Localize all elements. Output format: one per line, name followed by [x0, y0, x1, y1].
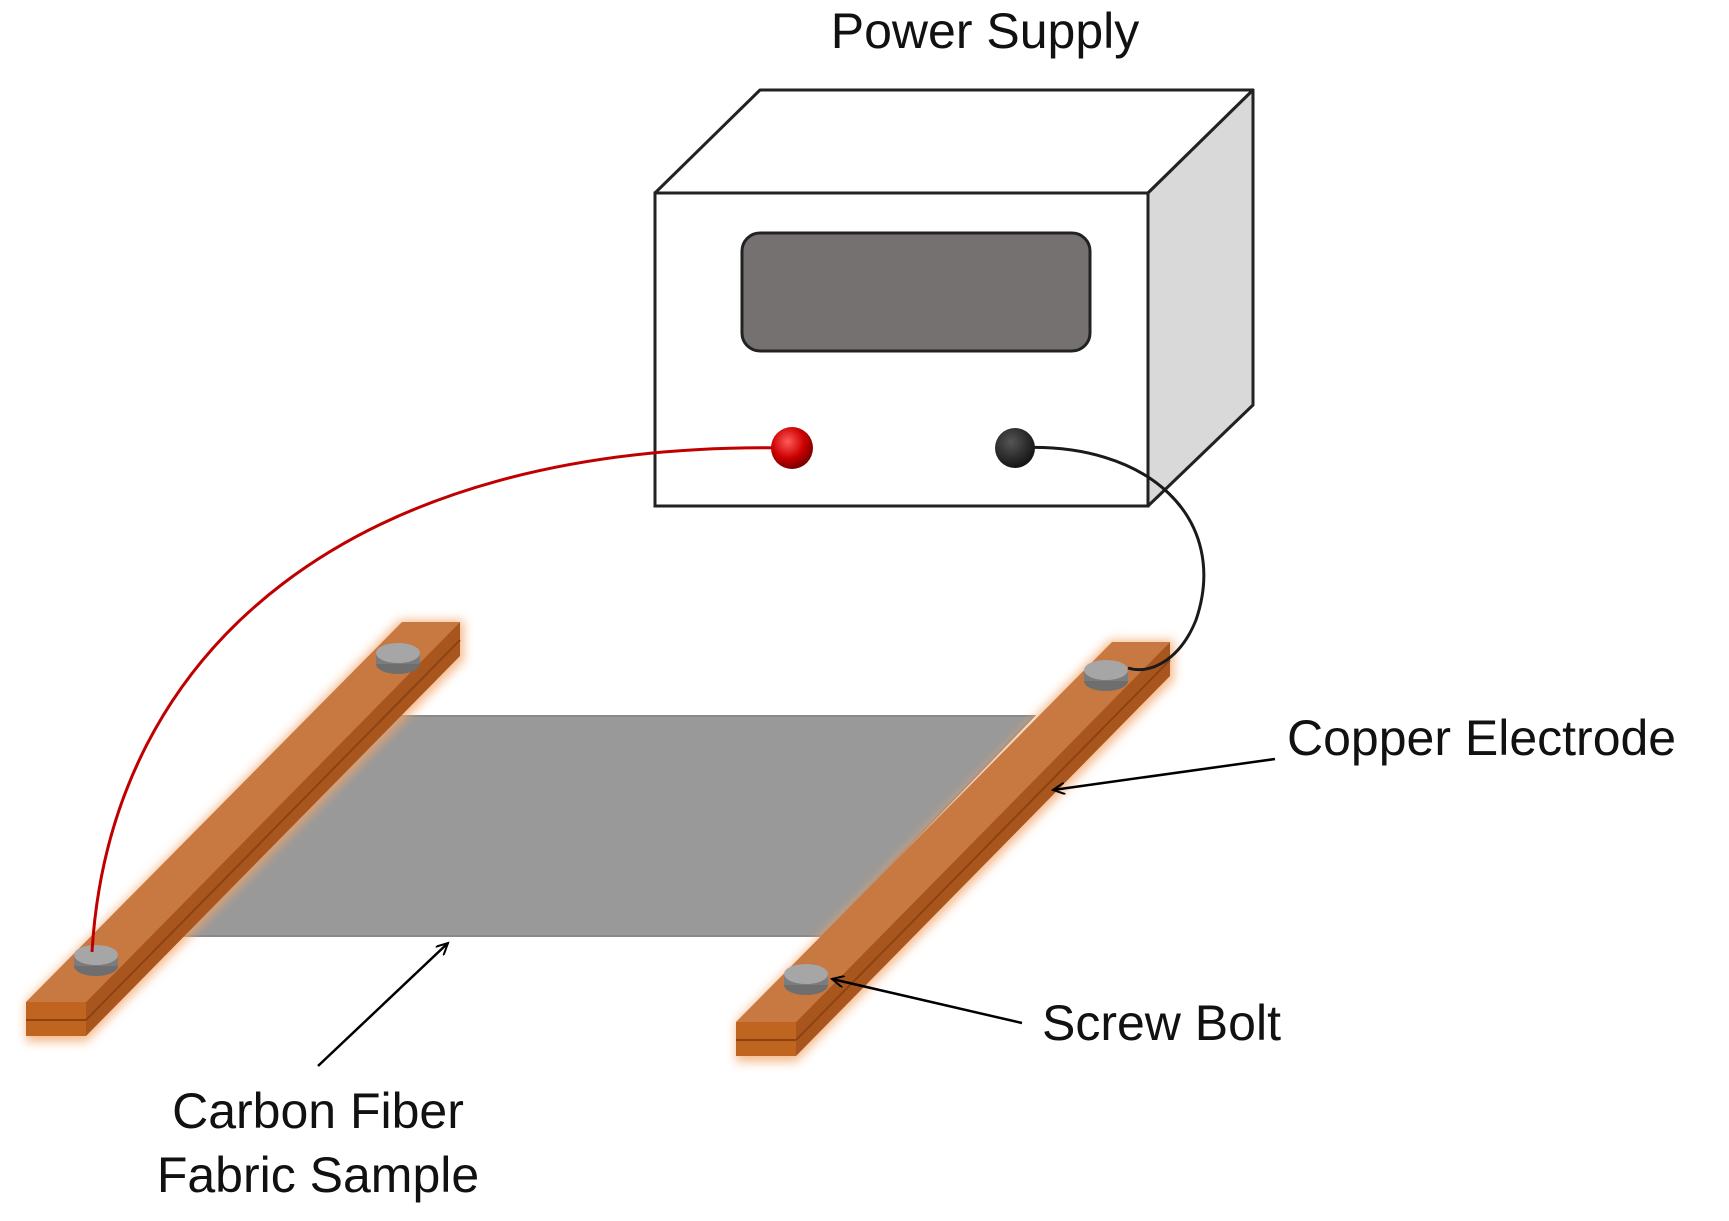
power-supply-label: Power Supply: [831, 3, 1140, 59]
screw-bolt-label: Screw Bolt: [1042, 995, 1281, 1051]
copper-electrode-left-top: [26, 622, 460, 1002]
copper-electrode-arrow: [1053, 757, 1276, 790]
copper-electrode-left: [26, 620, 464, 1042]
copper-electrode-right: [736, 640, 1174, 1062]
red-terminal: [771, 427, 813, 469]
carbon-fiber-arrow: [317, 943, 448, 1067]
carbon-fiber-label-line1: Carbon Fiber: [172, 1083, 464, 1139]
screw-bolt-right-bottom: [784, 964, 828, 995]
power-supply: [653, 88, 1255, 508]
screw-bolt-left-top: [376, 643, 420, 674]
copper-electrode-right-top: [736, 642, 1170, 1022]
copper-electrode-label: Copper Electrode: [1287, 710, 1676, 766]
copper-electrode-right-seam: [795, 659, 1171, 1041]
power-supply-display: [740, 231, 1092, 353]
black-wire: [1014, 445, 1206, 672]
screw-bolt-right-top: [1084, 660, 1128, 691]
red-wire: [90, 446, 791, 953]
black-terminal: [995, 428, 1035, 468]
copper-electrode-left-seam: [85, 639, 461, 1021]
screw-bolt-left-bottom: [74, 945, 118, 976]
carbon-fiber-label-line2: Fabric Sample: [157, 1147, 479, 1203]
screw-bolt-arrow: [832, 979, 1023, 1025]
